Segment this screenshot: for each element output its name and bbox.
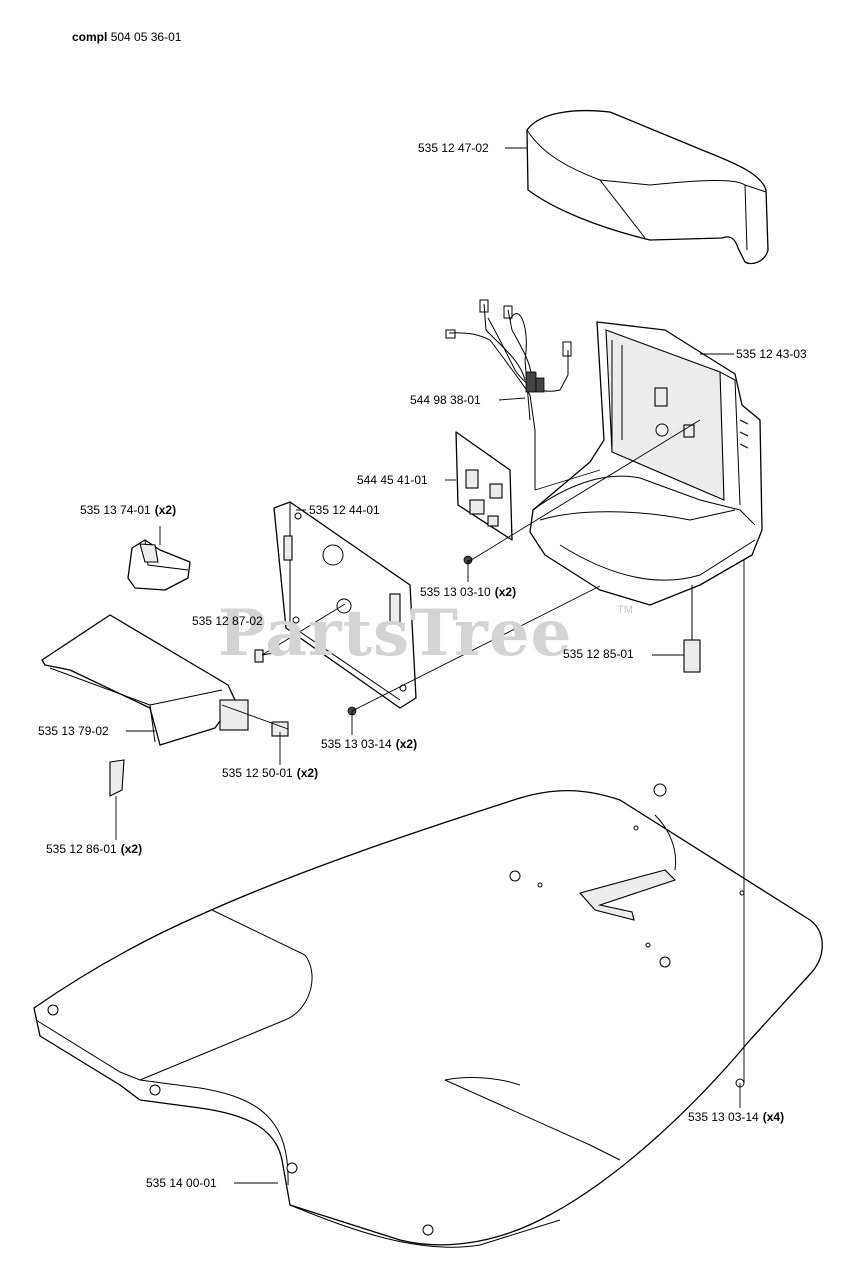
base-plate-part[interactable] [33,783,823,1248]
part-number: 535 12 43-03 [736,347,807,361]
circuit-board-part[interactable] [455,431,513,541]
label-connector[interactable]: 535 12 85-01 [563,647,634,661]
part-number: 535 14 00-01 [146,1176,217,1190]
part-number: 535 13 03-10 [420,585,491,599]
leader-lines [115,147,745,1184]
part-number: 544 98 38-01 [410,393,481,407]
part-qty: (x2) [120,842,143,856]
label-strip[interactable]: 535 12 86-01(x2) [46,842,142,856]
label-dowel[interactable]: 535 12 50-01(x2) [222,766,318,780]
watermark: PartsTree [218,596,573,671]
label-screw-1[interactable]: 535 13 03-10(x2) [420,585,516,599]
part-qty: (x2) [494,585,517,599]
part-number: 535 12 47-02 [418,141,489,155]
label-circuit-board[interactable]: 544 45 41-01 [357,473,428,487]
part-number: 535 12 44-01 [309,503,380,517]
cover-part[interactable] [526,109,769,265]
part-number: 535 13 03-14 [688,1110,759,1124]
pin-part[interactable] [254,649,264,663]
assembly-title: compl 504 05 36-01 [72,30,181,44]
part-number: 535 13 03-14 [321,737,392,751]
part-number: 535 13 79-02 [38,724,109,738]
label-screw-2[interactable]: 535 13 03-14(x2) [321,737,417,751]
strip-part[interactable] [109,759,125,797]
label-pin[interactable]: 535 12 87-02 [192,614,263,628]
part-number: 535 12 87-02 [192,614,263,628]
part-number: 535 12 86-01 [46,842,117,856]
part-number: 535 13 74-01 [80,503,151,517]
label-wire-harness[interactable]: 544 98 38-01 [410,393,481,407]
assembly-number: 504 05 36-01 [110,30,182,44]
watermark-trademark: TM [617,604,633,616]
part-number: 544 45 41-01 [357,473,428,487]
part-qty: (x2) [296,766,319,780]
part-qty: (x2) [154,503,177,517]
part-number: 535 12 85-01 [563,647,634,661]
part-qty: (x2) [395,737,418,751]
back-plate-part[interactable] [273,501,417,709]
label-screw-3[interactable]: 535 13 03-14(x4) [688,1110,784,1124]
label-clip[interactable]: 535 13 74-01(x2) [80,503,176,517]
housing-part[interactable] [529,321,763,606]
label-base-plate[interactable]: 535 14 00-01 [146,1176,217,1190]
connector-part[interactable] [683,585,701,673]
part-number: 535 12 50-01 [222,766,293,780]
clip-part[interactable] [127,539,191,591]
label-back-plate[interactable]: 535 12 44-01 [309,503,380,517]
label-cover[interactable]: 535 12 47-02 [418,141,489,155]
label-guide-block[interactable]: 535 13 79-02 [38,724,109,738]
guide-block-part[interactable] [41,614,249,746]
wire-harness-part[interactable] [445,299,572,490]
assembly-prefix: compl [72,30,108,44]
part-qty: (x4) [762,1110,785,1124]
label-housing[interactable]: 535 12 43-03 [736,347,807,361]
